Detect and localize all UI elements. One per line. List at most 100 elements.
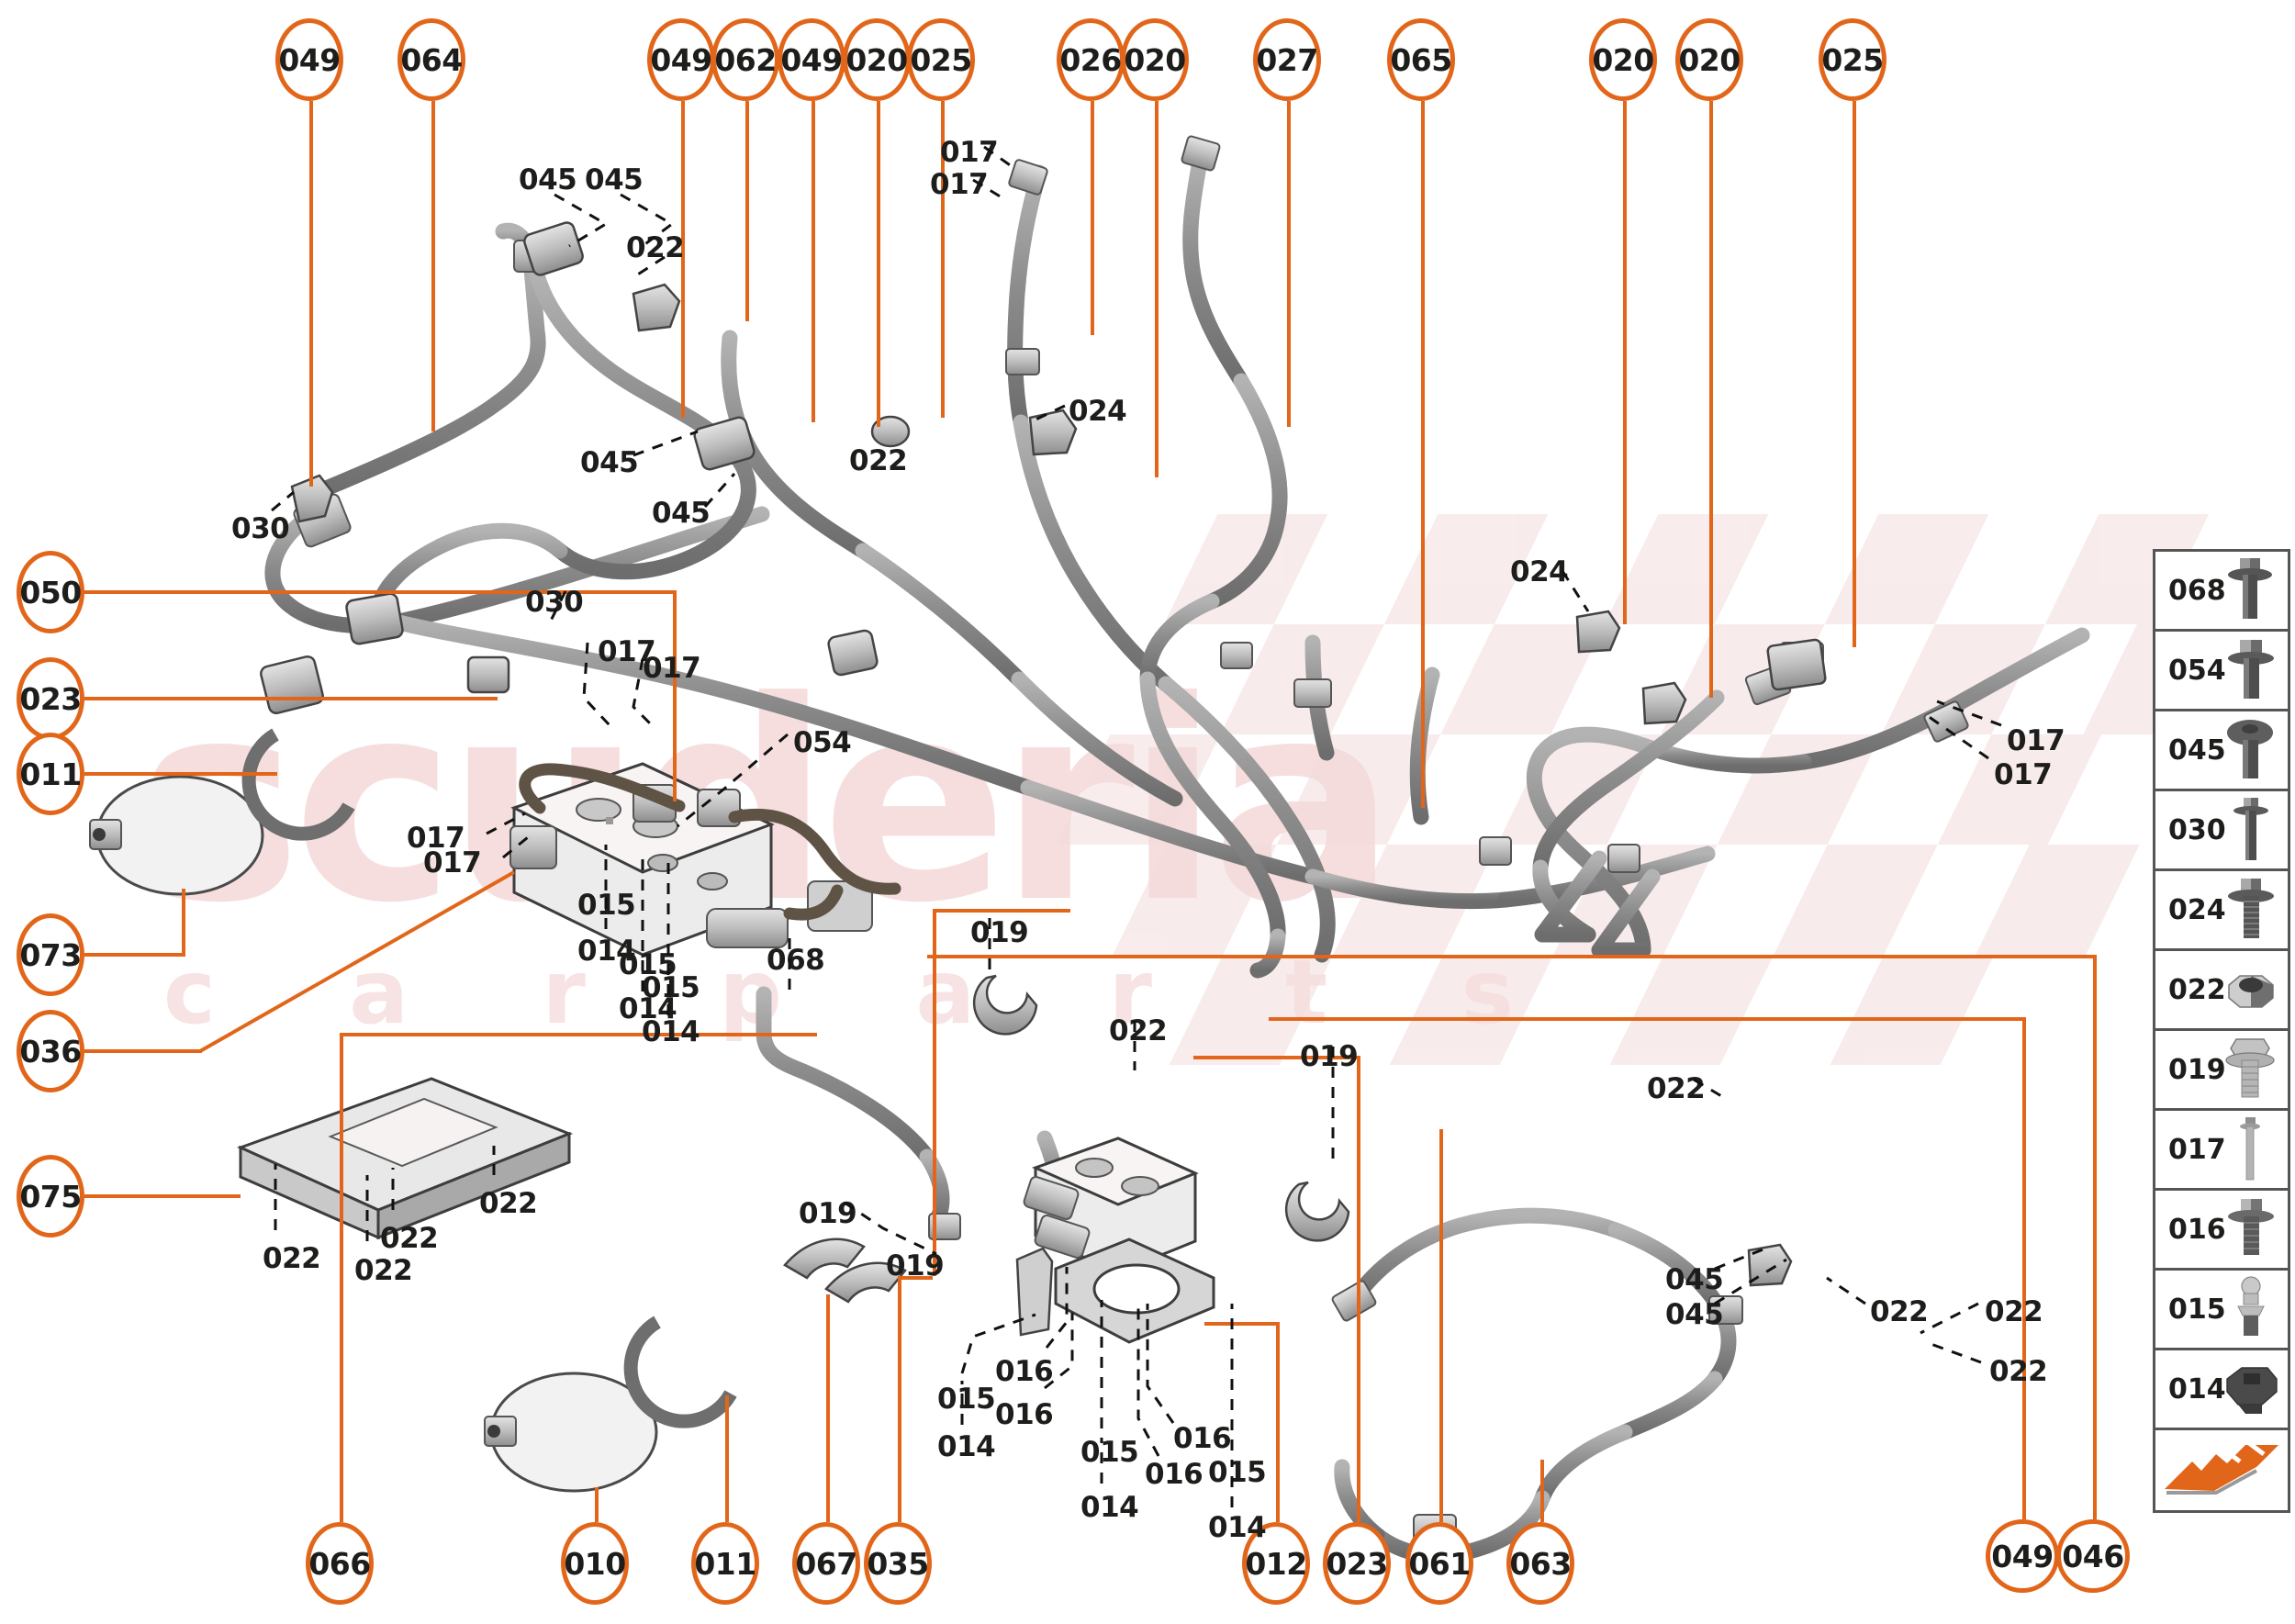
callout-020-2[interactable]: 020 bbox=[1121, 18, 1189, 101]
callout-025-1[interactable]: 025 bbox=[907, 18, 975, 101]
callout-lead-020-4 bbox=[1709, 101, 1713, 698]
legend-number: 054 bbox=[2168, 654, 2226, 687]
callout-046[interactable]: 046 bbox=[2056, 1519, 2130, 1593]
part-label-022-8: 022 bbox=[479, 1187, 538, 1220]
part-label-019: 019 bbox=[970, 916, 1029, 949]
part-label-016-2: 016 bbox=[995, 1398, 1054, 1431]
callout-lead-035 bbox=[898, 1276, 901, 1522]
callout-035[interactable]: 035 bbox=[864, 1522, 932, 1605]
callout-023[interactable]: 023 bbox=[17, 657, 84, 740]
callout-lead-049-2 bbox=[681, 101, 685, 418]
callout-049[interactable]: 049 bbox=[275, 18, 343, 101]
callout-065[interactable]: 065 bbox=[1387, 18, 1455, 101]
callout-lead-066 bbox=[340, 1033, 343, 1522]
callout-lead-010 bbox=[595, 1487, 599, 1522]
legend-row-016: 016 bbox=[2155, 1191, 2288, 1271]
callout-lead-025-2 bbox=[1853, 101, 1856, 647]
part-label-014-6: 014 bbox=[1208, 1511, 1267, 1544]
callout-049-bottom[interactable]: 049 bbox=[1986, 1519, 2059, 1593]
callout-010[interactable]: 010 bbox=[561, 1522, 629, 1605]
long-flange-bolt-icon bbox=[2233, 798, 2268, 860]
callout-lead-063 bbox=[1540, 1460, 1544, 1522]
callout-049-2[interactable]: 049 bbox=[647, 18, 715, 101]
callout-026[interactable]: 026 bbox=[1057, 18, 1125, 101]
part-label-017-7: 017 bbox=[2007, 724, 2066, 757]
part-label-045-4: 045 bbox=[652, 497, 711, 530]
callout-lead-066-b bbox=[340, 1033, 817, 1036]
part-label-015-6: 015 bbox=[1208, 1456, 1267, 1489]
part-label-068: 068 bbox=[767, 944, 825, 977]
part-label-016-4: 016 bbox=[1145, 1458, 1203, 1491]
legend-number: 014 bbox=[2168, 1372, 2226, 1406]
callout-073[interactable]: 073 bbox=[17, 913, 84, 996]
callout-lead-061 bbox=[1439, 1129, 1443, 1522]
legend-row-arrow bbox=[2155, 1430, 2288, 1510]
legend-number: 016 bbox=[2168, 1213, 2226, 1246]
callout-020-1[interactable]: 020 bbox=[843, 18, 911, 101]
part-label-045: 045 bbox=[519, 163, 577, 196]
callout-lead-075 bbox=[84, 1194, 241, 1198]
callout-075[interactable]: 075 bbox=[17, 1155, 84, 1238]
callout-lead-036 bbox=[84, 1049, 202, 1053]
part-label-022: 022 bbox=[626, 231, 685, 264]
part-label-014-4: 014 bbox=[937, 1430, 996, 1463]
callout-027[interactable]: 027 bbox=[1253, 18, 1321, 101]
callout-066[interactable]: 066 bbox=[306, 1522, 374, 1605]
part-label-045-2: 045 bbox=[585, 163, 644, 196]
callout-062[interactable]: 062 bbox=[711, 18, 779, 101]
part-label-045-5: 045 bbox=[1665, 1263, 1724, 1296]
callout-020-4[interactable]: 020 bbox=[1675, 18, 1743, 101]
legend-row-017: 017 bbox=[2155, 1111, 2288, 1191]
callout-050[interactable]: 050 bbox=[17, 551, 84, 633]
callout-lead-027 bbox=[1287, 101, 1291, 427]
callout-036[interactable]: 036 bbox=[17, 1010, 84, 1092]
part-label-014-3: 014 bbox=[642, 1015, 700, 1048]
part-label-022-9: 022 bbox=[1870, 1295, 1929, 1328]
callout-lead-025-1 bbox=[941, 101, 945, 418]
part-label-019-3: 019 bbox=[886, 1249, 945, 1282]
callout-lead-049-3 bbox=[812, 101, 815, 422]
legend-row-068: 068 bbox=[2155, 552, 2288, 632]
callout-lead-050 bbox=[84, 590, 677, 594]
part-label-045-6: 045 bbox=[1665, 1298, 1724, 1331]
part-label-054: 054 bbox=[793, 726, 852, 759]
part-label-017-8: 017 bbox=[1994, 758, 2053, 791]
rubber-grommet-icon bbox=[2226, 1367, 2278, 1414]
legend-row-024: 024 bbox=[2155, 871, 2288, 951]
callout-012[interactable]: 012 bbox=[1242, 1522, 1310, 1605]
accumulator-010 bbox=[484, 1372, 658, 1493]
callout-lead-065 bbox=[1421, 101, 1425, 808]
callout-lead-026 bbox=[1091, 101, 1094, 335]
callout-063[interactable]: 063 bbox=[1506, 1522, 1574, 1605]
callout-lead-023 bbox=[84, 697, 498, 700]
callout-lead-011-b bbox=[725, 1395, 729, 1522]
callout-061[interactable]: 061 bbox=[1405, 1522, 1473, 1605]
callout-064[interactable]: 064 bbox=[397, 18, 465, 101]
part-label-022-10: 022 bbox=[1985, 1295, 2043, 1328]
callout-049-3[interactable]: 049 bbox=[778, 18, 845, 101]
legend-number: 068 bbox=[2168, 574, 2226, 607]
valve-block-036 bbox=[509, 762, 901, 957]
fastener-legend: 068 054 045 030 bbox=[2153, 549, 2290, 1513]
callout-020-3[interactable]: 020 bbox=[1589, 18, 1657, 101]
legend-number: 015 bbox=[2168, 1293, 2226, 1326]
legend-row-030: 030 bbox=[2155, 791, 2288, 871]
part-label-016-3: 016 bbox=[1173, 1422, 1232, 1455]
legend-number: 017 bbox=[2168, 1133, 2226, 1166]
legend-number: 019 bbox=[2168, 1053, 2226, 1086]
callout-lead-046-b bbox=[927, 955, 2093, 958]
part-label-019-4: 019 bbox=[1300, 1040, 1359, 1073]
short-flange-bolt-icon bbox=[2228, 1199, 2274, 1255]
callout-lead-020-2 bbox=[1155, 101, 1159, 477]
legend-number: 022 bbox=[2168, 973, 2226, 1006]
callout-011[interactable]: 011 bbox=[17, 733, 84, 815]
part-label-017-2: 017 bbox=[930, 168, 989, 201]
callout-067[interactable]: 067 bbox=[792, 1522, 860, 1605]
callout-lead-023-b bbox=[1357, 1056, 1360, 1522]
orange-arrow-icon bbox=[2165, 1441, 2278, 1495]
callout-023-b[interactable]: 023 bbox=[1323, 1522, 1391, 1605]
callout-025-2[interactable]: 025 bbox=[1819, 18, 1886, 101]
callout-011-b[interactable]: 011 bbox=[691, 1522, 759, 1605]
callout-lead-073 bbox=[84, 953, 185, 957]
